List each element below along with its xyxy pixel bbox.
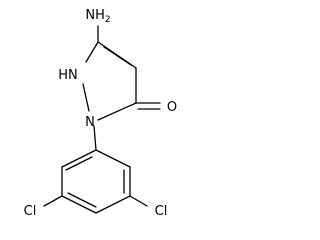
bond-ar-1 bbox=[61, 149, 97, 168]
bond-ar-3-inner bbox=[67, 192, 97, 208]
amine-label: NH2 bbox=[85, 8, 110, 25]
benzene-ring bbox=[61, 149, 131, 214]
chlorine-right-label: Cl bbox=[155, 204, 168, 218]
bond-n1-ar bbox=[93, 125, 97, 151]
bond-ar-6 bbox=[95, 149, 131, 168]
bond-c5-c4-double bbox=[103, 46, 132, 66]
bond-c3-n1 bbox=[97, 102, 137, 121]
bond-ar-1-inner bbox=[65, 156, 93, 171]
bond-ar-4 bbox=[95, 195, 131, 214]
chloro-bonds bbox=[43, 195, 148, 207]
bond-cl-right bbox=[129, 195, 148, 207]
structure-diagram: NH2 HN N O Cl Cl bbox=[24, 8, 177, 218]
ring-nh-label: HN bbox=[58, 68, 78, 83]
ring-n-label: N bbox=[85, 115, 95, 130]
bond-ar-3 bbox=[61, 195, 97, 214]
bond-n1-n2 bbox=[82, 83, 90, 112]
bond-cl-left bbox=[43, 195, 63, 207]
carbonyl-oxygen-label: O bbox=[167, 100, 177, 115]
chlorine-left-label: Cl bbox=[24, 204, 37, 218]
pyrazolone-ring bbox=[82, 41, 137, 121]
bond-n2-c5 bbox=[85, 41, 99, 63]
substituent-bonds bbox=[93, 25, 161, 151]
